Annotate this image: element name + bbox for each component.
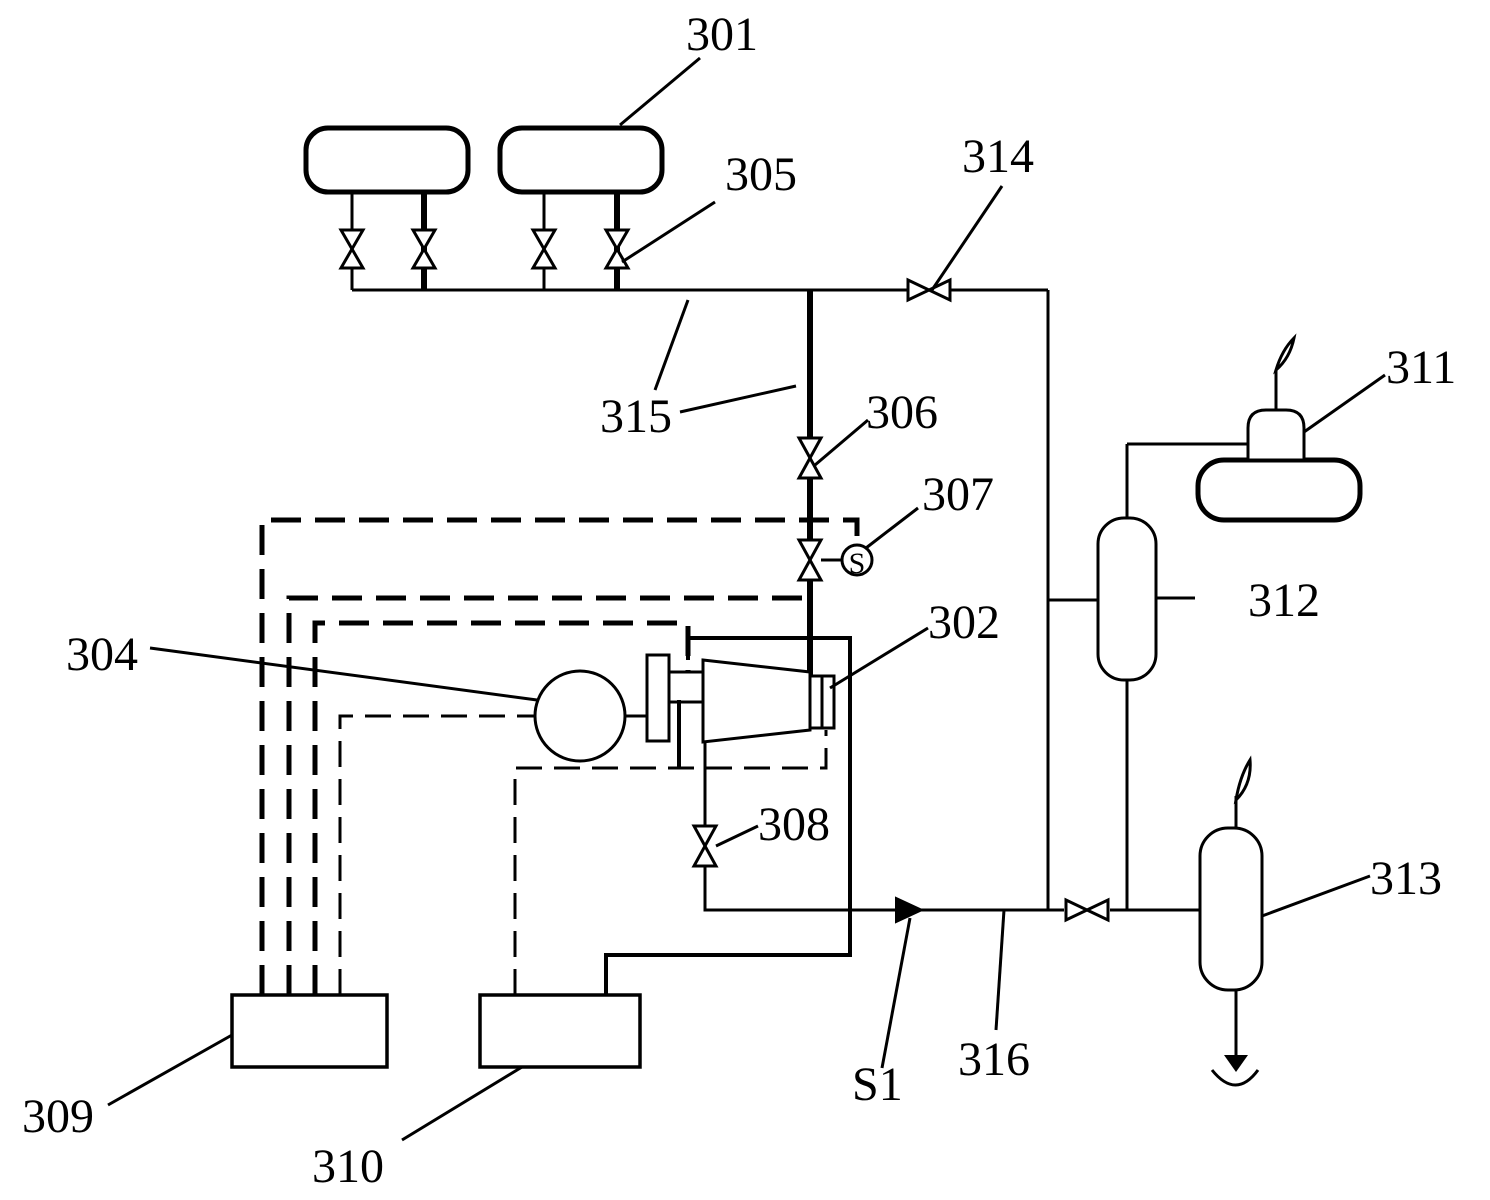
label-316: 316 (958, 1033, 1030, 1086)
bypass-valve (906, 277, 952, 303)
compressor-frame (604, 636, 852, 995)
label-315: 315 (600, 390, 672, 443)
line-valve (1064, 897, 1110, 923)
label-308: 308 (758, 798, 830, 851)
flow-arrow (895, 896, 925, 924)
tank-valve-3 (530, 228, 558, 270)
feed-valve (796, 436, 824, 480)
label-311: 311 (1386, 341, 1456, 394)
tank-valve-2 (410, 228, 438, 270)
tank-valve-4 (603, 228, 631, 270)
label-313: 313 (1370, 852, 1442, 905)
label-310: 310 (312, 1140, 384, 1193)
meter-symbol-letter: S (849, 547, 866, 580)
controller-box-310 (478, 993, 642, 1069)
collection-vessel (1198, 755, 1264, 1087)
label-304: 304 (66, 628, 138, 681)
meter-symbol: S (840, 543, 874, 580)
controller-box-309 (230, 993, 389, 1069)
tank-valve-1 (338, 228, 366, 270)
label-305: 305 (725, 148, 797, 201)
labels: 301 305 314 311 315 306 307 312 302 304 … (22, 8, 1456, 1193)
label-302: 302 (928, 596, 1000, 649)
storage-tank-right (497, 125, 665, 195)
label-s1: S1 (852, 1058, 903, 1111)
separator-column (1048, 442, 1248, 910)
label-312: 312 (1248, 574, 1320, 627)
label-309: 309 (22, 1090, 94, 1143)
label-307: 307 (922, 468, 994, 521)
compressor (701, 658, 836, 744)
solenoid-valve (796, 538, 842, 582)
leader-lines (107, 56, 1386, 1142)
receiver-tank (1195, 333, 1363, 523)
label-301: 301 (686, 8, 758, 61)
tank-outlet-pipes (350, 192, 620, 290)
motor (533, 669, 647, 763)
drain-line (691, 742, 1200, 912)
label-306: 306 (866, 386, 938, 439)
storage-tank-left (303, 125, 471, 195)
coupling (645, 653, 705, 743)
control-signal-lines (259, 517, 860, 995)
label-314: 314 (962, 130, 1034, 183)
